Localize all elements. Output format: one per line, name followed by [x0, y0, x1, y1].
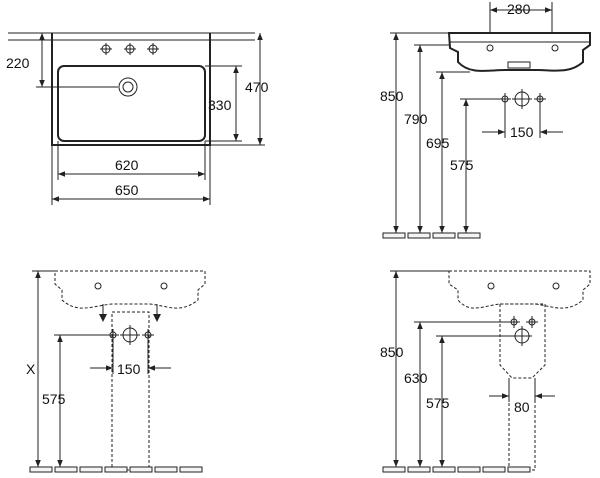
svg-text:650: 650	[115, 182, 139, 198]
svg-text:220: 220	[6, 55, 30, 71]
svg-text:575: 575	[450, 157, 474, 173]
tap-hole-icon	[100, 43, 159, 55]
dim-150: 150	[482, 105, 563, 140]
svg-text:850: 850	[380, 88, 404, 104]
dim-330: 330	[205, 65, 242, 142]
svg-text:575: 575	[42, 391, 66, 407]
dim-650: 650	[51, 145, 211, 205]
floor	[382, 466, 531, 473]
basin-profile	[447, 32, 591, 72]
svg-text:620: 620	[115, 157, 139, 173]
svg-text:695: 695	[426, 135, 450, 151]
front-pedestal-view: X 575 150	[26, 270, 206, 473]
dim-x: X	[26, 270, 55, 467]
side-wall-view: 280 850 790 695	[380, 1, 591, 239]
svg-text:80: 80	[514, 399, 530, 415]
dim-80: 80	[489, 378, 555, 415]
top-view: 220 470 330 620 650	[6, 32, 269, 205]
svg-text:330: 330	[208, 97, 232, 113]
svg-text:150: 150	[510, 124, 534, 140]
arrow-down-icon	[99, 304, 161, 322]
dim-575: 575	[42, 334, 107, 467]
dim-850: 850	[380, 32, 449, 233]
waste-outlet-icon	[107, 325, 154, 345]
svg-text:X: X	[26, 361, 36, 377]
svg-text:280: 280	[507, 1, 531, 17]
svg-text:630: 630	[404, 370, 428, 386]
drain-icon	[70, 77, 138, 97]
dim-575: 575	[426, 335, 512, 467]
basin-bowl	[57, 65, 206, 142]
dim-470: 470	[210, 33, 269, 146]
svg-text:150: 150	[117, 361, 141, 377]
svg-text:470: 470	[245, 79, 269, 95]
basin-dashed-outline	[448, 270, 591, 309]
svg-text:850: 850	[380, 344, 404, 360]
floor	[29, 466, 203, 473]
floor	[382, 232, 481, 239]
pedestal-dashed	[499, 303, 546, 379]
dim-630: 630	[404, 321, 508, 467]
dim-850: 850	[380, 270, 449, 467]
waste-outlet-icon	[508, 316, 538, 346]
svg-text:790: 790	[404, 111, 428, 127]
dim-575: 575	[450, 98, 500, 233]
svg-text:575: 575	[426, 395, 450, 411]
basin-outline	[51, 33, 211, 146]
dim-790: 790	[404, 44, 449, 233]
dim-695: 695	[426, 71, 470, 233]
waste-outlet-icon	[499, 89, 546, 109]
basin-dashed-outline	[54, 270, 206, 309]
dim-150: 150	[90, 341, 171, 377]
dim-220: 220	[6, 33, 70, 88]
dim-620: 620	[57, 141, 206, 180]
side-pedestal-view: 850 630 575 80	[380, 270, 591, 473]
dim-280: 280	[489, 1, 553, 32]
